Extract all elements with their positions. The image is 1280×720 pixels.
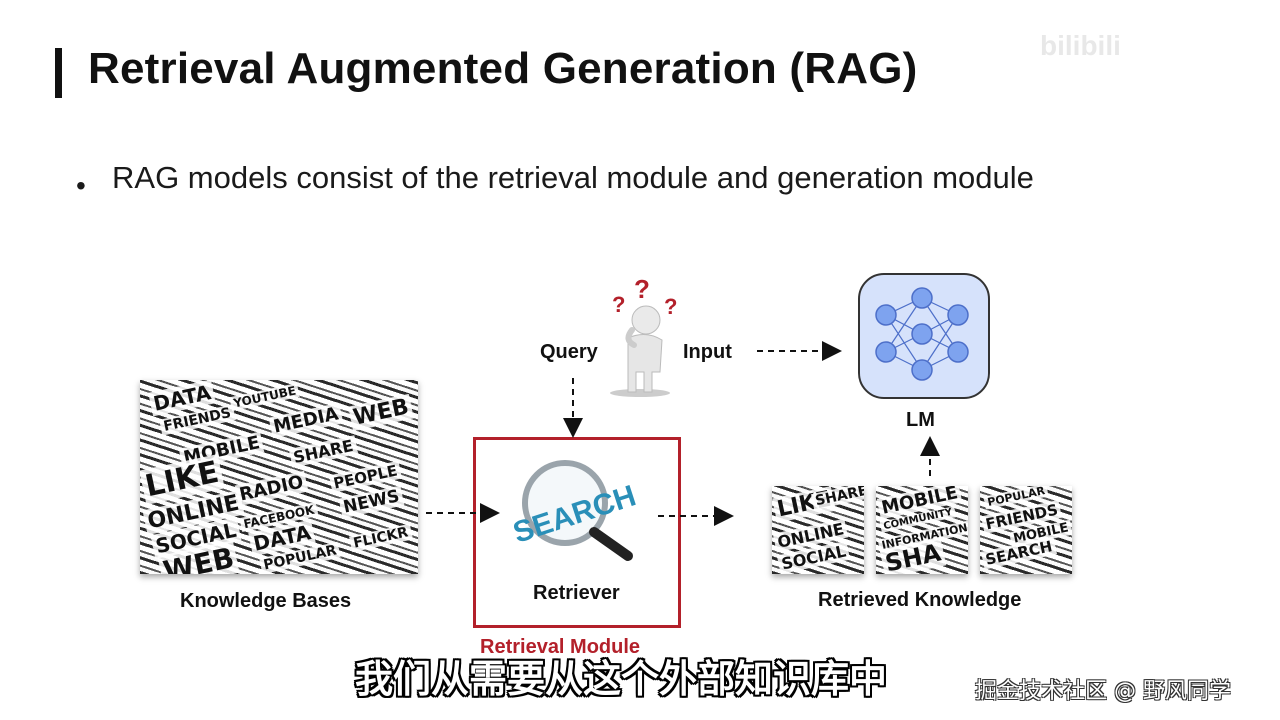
video-subtitle: 我们从需要从这个外部知识库中 bbox=[355, 648, 887, 703]
question-mark: ? bbox=[664, 294, 677, 319]
search-magnifier-icon: SEARCH bbox=[509, 463, 640, 556]
question-mark: ? bbox=[612, 292, 625, 317]
neural-network-icon bbox=[876, 288, 968, 380]
thinking-person-icon bbox=[610, 306, 670, 397]
video-credit: 掘金技术社区 @ 野风同学 bbox=[975, 673, 1231, 705]
question-mark: ? bbox=[634, 274, 650, 304]
